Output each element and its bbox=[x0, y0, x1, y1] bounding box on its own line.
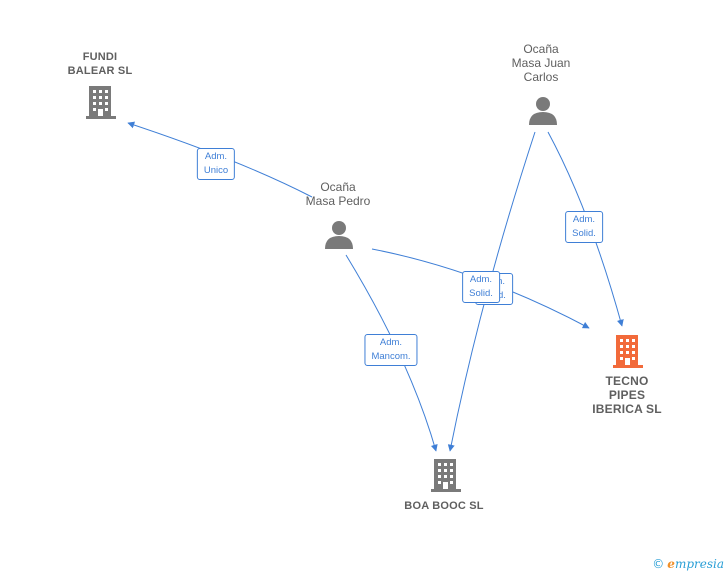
building-icon[interactable] bbox=[431, 459, 461, 492]
person-icon[interactable] bbox=[325, 221, 353, 249]
node-label-ocana-masa-pedro[interactable]: Ocaña Masa Pedro bbox=[305, 180, 371, 208]
node-label-ocana-masa-juan-carlos[interactable]: Ocaña Masa Juan Carlos bbox=[511, 42, 571, 84]
building-icon-highlighted[interactable] bbox=[613, 335, 643, 368]
edge-label-adm-mancom: Adm. Mancom. bbox=[364, 334, 418, 366]
person-icon[interactable] bbox=[529, 97, 557, 125]
edge-label-adm-solid-juan-tecno: Adm. Solid. bbox=[565, 211, 603, 243]
brand-logo-text: mpresia bbox=[674, 557, 724, 571]
building-icon[interactable] bbox=[86, 86, 116, 119]
edge-label-adm-solid-pedro-tecno: Adm. Solid. bbox=[462, 271, 500, 303]
copyright-icon: © bbox=[652, 557, 665, 571]
brand-footer: ©empresia bbox=[652, 557, 724, 571]
node-label-tecno-pipes-iberica[interactable]: TECNO PIPES IBERICA SL bbox=[592, 374, 662, 416]
node-label-boa-booc[interactable]: BOA BOOC SL bbox=[404, 500, 484, 512]
brand-logo-e: e bbox=[667, 557, 675, 571]
edge-label-adm-unico: Adm. Unico bbox=[196, 148, 236, 180]
node-label-fundi-balear[interactable]: FUNDI BALEAR SL bbox=[67, 51, 133, 77]
